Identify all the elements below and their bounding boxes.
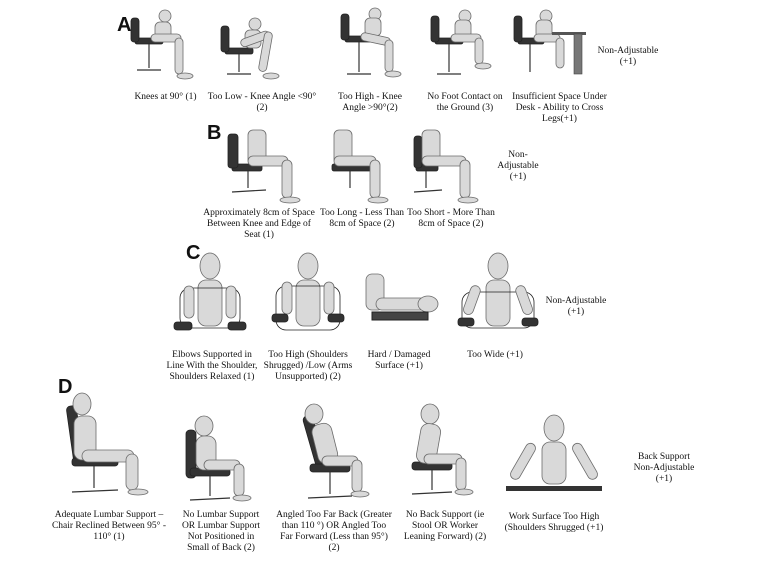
- label-d-non-adjustable: Back Support Non-Adjustable (+1): [633, 452, 695, 484]
- label-a-non-adjustable: Non-Adjustable (+1): [597, 46, 659, 67]
- figure-no-lumbar: [185, 415, 252, 502]
- section-letter-a: A: [117, 14, 132, 36]
- label-d-4: No Back Support (ie Stool OR Worker Lean…: [403, 510, 487, 542]
- section-letter-b: B: [207, 122, 222, 144]
- label-a-2: Too Low - Knee Angle <90° (2): [207, 92, 317, 113]
- figure-too-low: [220, 17, 280, 80]
- label-b-non-adjustable: Non- Adjustable (+1): [497, 150, 539, 182]
- label-c-2: Too High (Shoulders Shrugged) /Low (Arms…: [263, 350, 353, 382]
- figure-lumbar-adequate: [66, 392, 149, 496]
- figure-armrest-good: [173, 252, 247, 331]
- label-c-3: Hard / Damaged Surface (+1): [367, 350, 431, 371]
- label-d-3: Angled Too Far Back (Greater than 110 °)…: [276, 510, 392, 553]
- figure-armrest-too-high-low: [271, 252, 345, 331]
- label-d-1: Adequate Lumbar Support – Chair Reclined…: [51, 510, 167, 542]
- figure-armrest-too-wide: [457, 252, 539, 329]
- label-d-2: No Lumbar Support OR Lumbar Support Not …: [181, 510, 261, 553]
- section-letter-d: D: [58, 376, 73, 398]
- label-a-5: Insufficient Space Under Desk - Ability …: [512, 92, 607, 124]
- label-d-5: Work Surface Too High (Shoulders Shrugge…: [504, 512, 604, 533]
- label-a-4: No Foot Contact on the Ground (3): [427, 92, 503, 113]
- label-a-3: Too High - Knee Angle >90°(2): [338, 92, 402, 113]
- label-b-1: Approximately 8cm of Space Between Knee …: [203, 208, 315, 240]
- label-b-2: Too Long - Less Than 8cm of Space (2): [319, 208, 405, 229]
- label-c-1: Elbows Supported in Line With the Should…: [166, 350, 258, 382]
- figure-insufficient-space: [513, 9, 586, 75]
- figure-seat-too-short: [413, 129, 479, 204]
- figure-knees-90: [130, 9, 194, 80]
- figure-work-surface-too-high: [506, 414, 602, 491]
- label-c-non-adjustable: Non-Adjustable (+1): [545, 296, 607, 317]
- label-b-3: Too Short - More Than 8cm of Space (2): [407, 208, 495, 229]
- figure-hard-damaged-surface: [365, 273, 439, 321]
- figure-too-high: [340, 7, 402, 78]
- figure-seat-depth-good: [227, 129, 301, 204]
- figure-angled-too-far: [302, 403, 370, 499]
- label-a-1: Knees at 90° (1): [134, 92, 197, 102]
- label-c-4: Too Wide (+1): [467, 350, 523, 360]
- figure-no-foot-contact: [430, 9, 492, 75]
- section-letter-c: C: [186, 242, 201, 264]
- figure-no-back-support: [411, 403, 474, 496]
- figure-seat-too-long: [331, 129, 389, 204]
